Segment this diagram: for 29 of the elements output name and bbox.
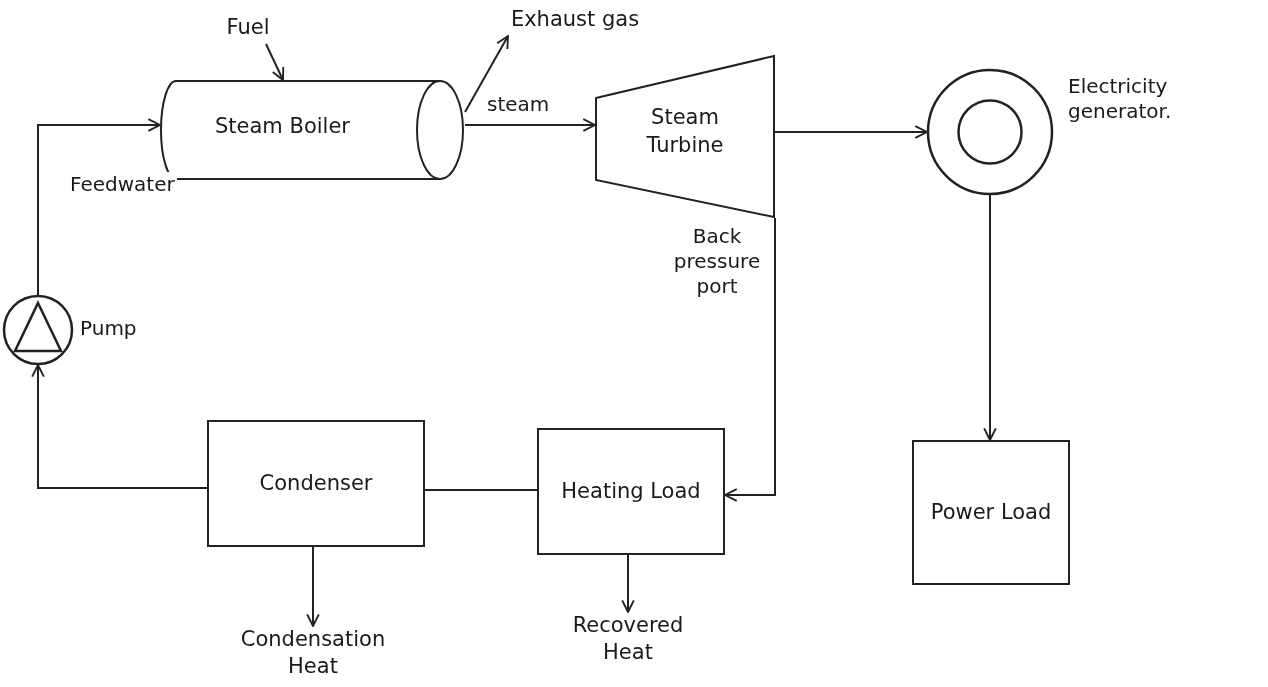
flow-label: Recovered Heat <box>553 612 703 670</box>
node-label: Steam Turbine <box>645 104 725 159</box>
node-label: Condenser <box>259 469 373 497</box>
arrow <box>306 546 320 627</box>
arrow <box>724 217 776 502</box>
arrow <box>37 118 161 296</box>
flow-label: Fuel <box>218 14 278 44</box>
node-label: Power Load <box>930 498 1052 526</box>
arrow <box>464 35 509 113</box>
flow-label: Exhaust gas <box>500 6 650 36</box>
arrow <box>983 194 997 441</box>
arrow <box>31 364 208 489</box>
process-box <box>912 440 1070 585</box>
arrow <box>774 125 928 139</box>
turbine-trapezoid <box>595 55 775 218</box>
generator-symbol <box>927 69 1053 195</box>
node-label: Heating Load <box>561 477 701 505</box>
process-box <box>207 420 425 547</box>
component-label: Back pressure port <box>672 224 762 299</box>
connector-line <box>424 489 538 491</box>
arrow <box>464 118 596 132</box>
arrow <box>265 43 285 81</box>
pump-symbol <box>3 295 73 365</box>
flow-label: Condensation Heat <box>223 626 403 684</box>
component-label: Electricity generator. <box>1068 74 1173 124</box>
component-label: Pump <box>80 316 138 341</box>
arrow <box>621 554 635 613</box>
node-label: Steam Boiler <box>215 113 350 141</box>
process-box <box>537 428 725 555</box>
